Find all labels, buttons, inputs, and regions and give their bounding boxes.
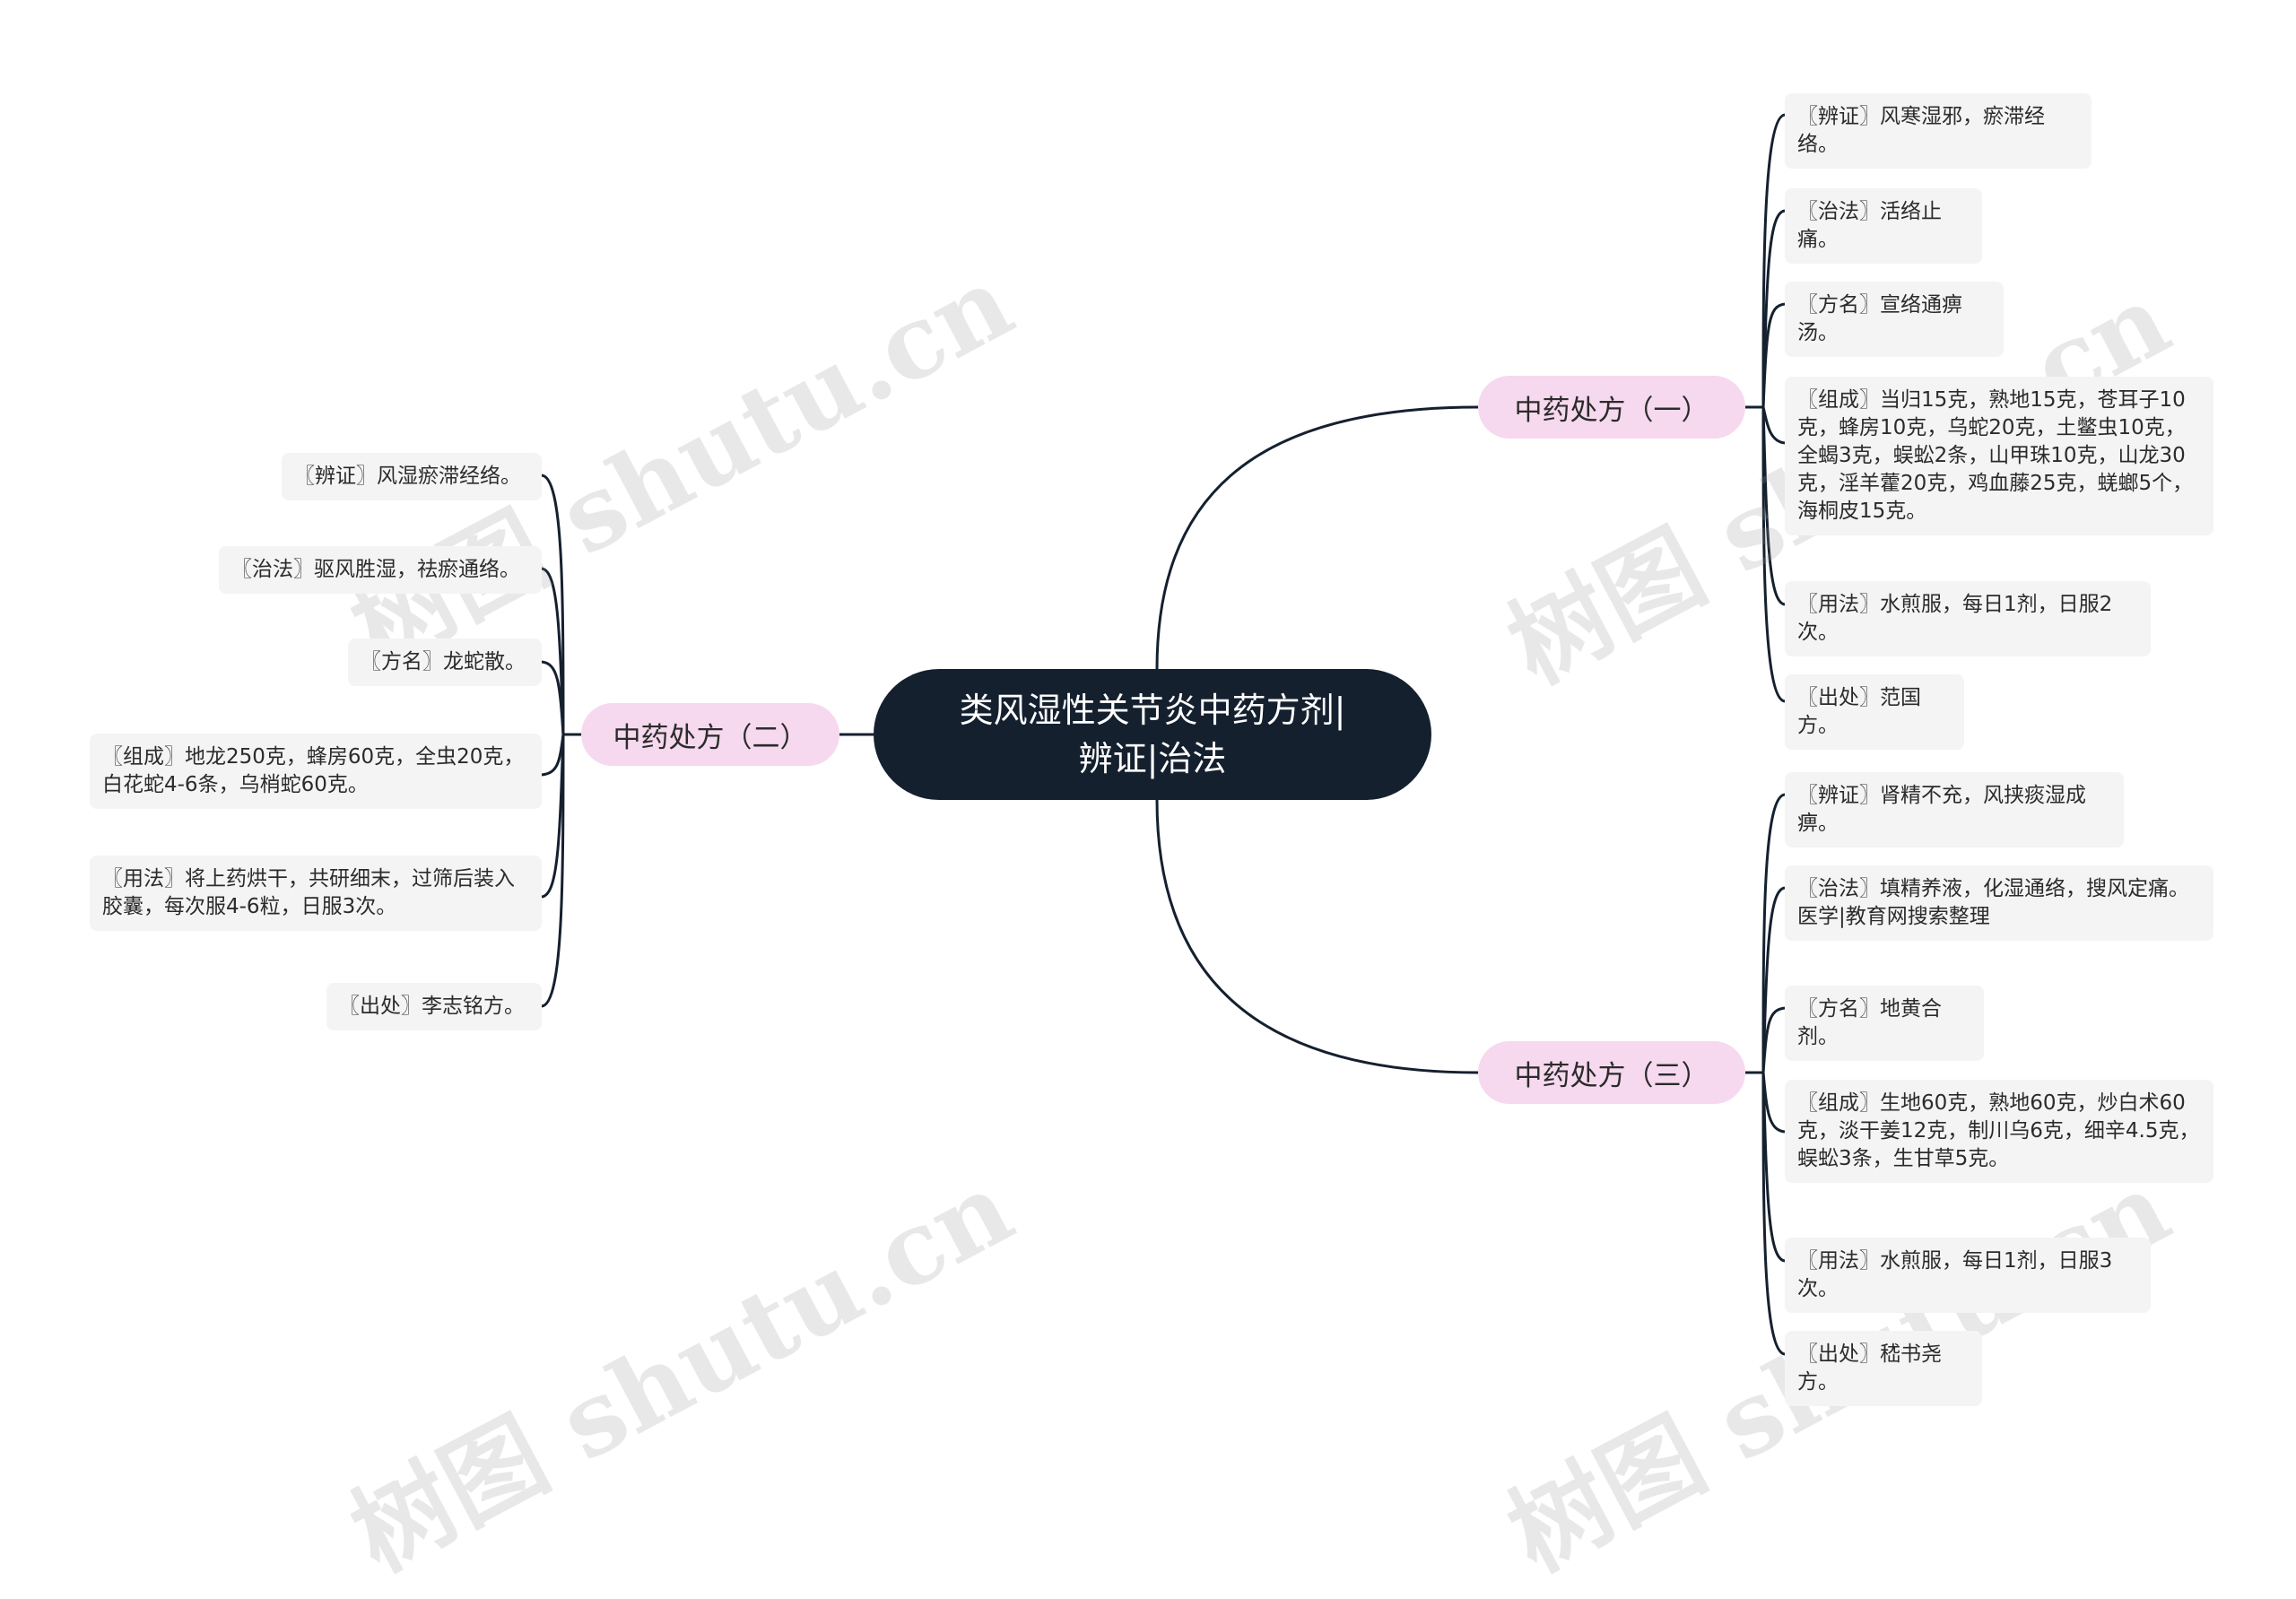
leaf-3-usage[interactable]: 〖用法〗水煎服，每日1剂，日服3次。 [1785, 1238, 2151, 1313]
leaf-2-treatment[interactable]: 〖治法〗驱风胜湿，祛瘀通络。 [219, 546, 542, 594]
leaf-2-usage[interactable]: 〖用法〗将上药烘干，共研细末，过筛后装入胶囊，每次服4-6粒，日服3次。 [90, 856, 542, 931]
mind-map-canvas: 树图 shutu.cn 树图 shutu.cn 树图 shutu.cn 树图 s… [90, 93, 2213, 1595]
branch-prescription-3[interactable]: 中药处方（三） [1478, 1041, 1745, 1104]
leaf-3-formula-name[interactable]: 〖方名〗地黄合剂。 [1785, 986, 1984, 1061]
leaf-3-diagnosis[interactable]: 〖辨证〗肾精不充，风挟痰湿成痹。 [1785, 772, 2124, 847]
leaf-1-diagnosis[interactable]: 〖辨证〗风寒湿邪，瘀滞经络。 [1785, 93, 2092, 169]
leaf-1-source[interactable]: 〖出处〗范国方。 [1785, 674, 1964, 750]
branch-prescription-2[interactable]: 中药处方（二） [581, 703, 839, 766]
leaf-1-treatment[interactable]: 〖治法〗活络止痛。 [1785, 188, 1982, 264]
branch-prescription-1[interactable]: 中药处方（一） [1478, 376, 1745, 439]
leaf-1-composition[interactable]: 〖组成〗当归15克，熟地15克，苍耳子10克，蜂房10克，乌蛇20克，土鳖虫10… [1785, 377, 2213, 535]
connector-lines [541, 113, 1786, 1356]
leaf-2-source[interactable]: 〖出处〗李志铭方。 [326, 983, 542, 1030]
leaf-3-source[interactable]: 〖出处〗嵇书尧方。 [1785, 1331, 1982, 1406]
leaf-1-formula-name[interactable]: 〖方名〗宣络通痹汤。 [1785, 282, 2004, 357]
leaf-2-diagnosis[interactable]: 〖辨证〗风湿瘀滞经络。 [282, 453, 542, 500]
leaf-1-usage[interactable]: 〖用法〗水煎服，每日1剂，日服2次。 [1785, 581, 2151, 656]
central-topic[interactable]: 类风湿性关节炎中药方剂| 辨证|治法 [874, 669, 1431, 800]
central-topic-line-2: 辨证|治法 [1078, 739, 1227, 778]
leaf-2-formula-name[interactable]: 〖方名〗龙蛇散。 [348, 639, 542, 686]
leaf-2-composition[interactable]: 〖组成〗地龙250克，蜂房60克，全虫20克，白花蛇4-6条，乌梢蛇60克。 [90, 734, 542, 809]
leaf-3-treatment[interactable]: 〖治法〗填精养液，化湿通络，搜风定痛。医学|教育网搜索整理 [1785, 865, 2213, 941]
leaf-3-composition[interactable]: 〖组成〗生地60克，熟地60克，炒白术60克，淡干姜12克，制川乌6克，细辛4.… [1785, 1080, 2213, 1183]
central-topic-line-1: 类风湿性关节炎中药方剂| [959, 691, 1346, 730]
